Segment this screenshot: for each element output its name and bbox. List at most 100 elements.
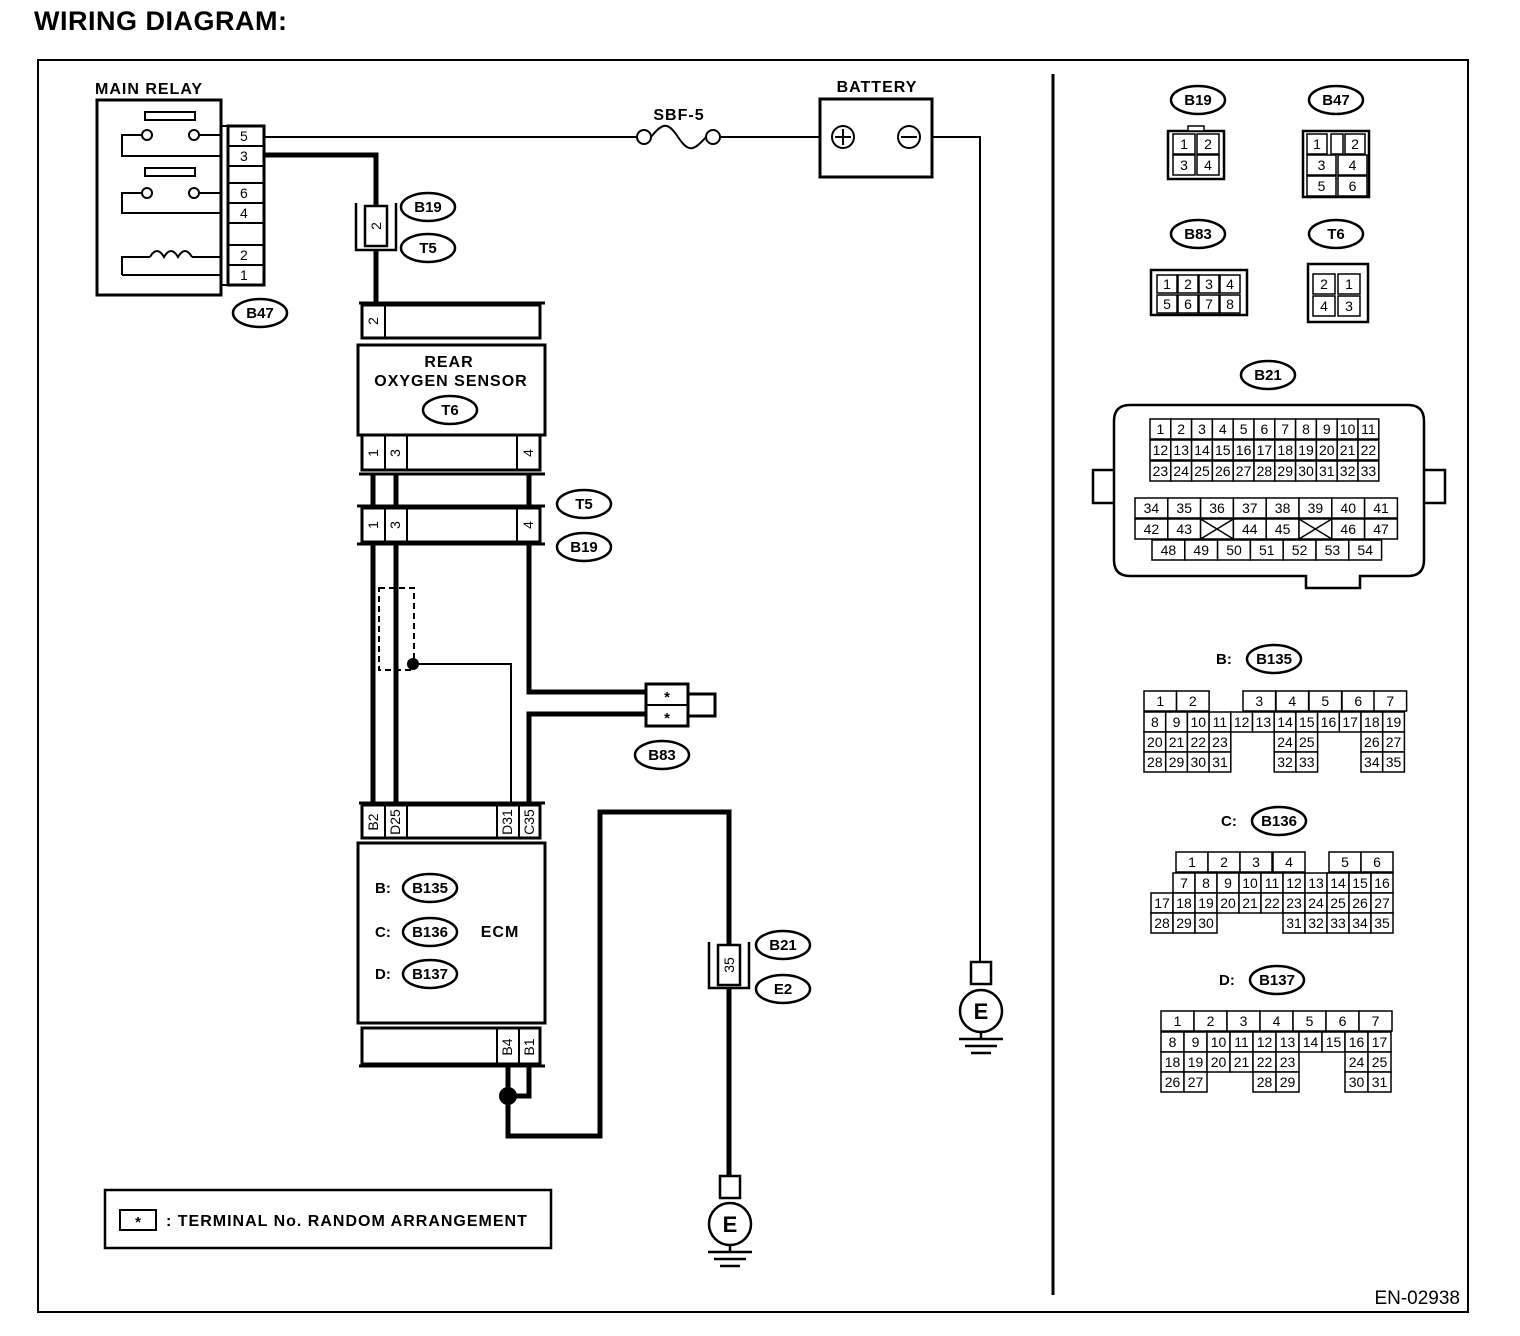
lower-pin-1: 1 [365, 521, 381, 529]
view-b21-pin-30-label: 30 [1298, 463, 1314, 479]
view-b21-pin-28-label: 28 [1257, 463, 1273, 479]
view-b136-pin-17-label: 17 [1154, 895, 1170, 911]
view-b137-pin-21-label: 21 [1234, 1054, 1250, 1070]
sensor-pin-3: 3 [387, 449, 403, 457]
battery-label: BATTERY [837, 79, 918, 96]
view-b21-pin-49-label: 49 [1193, 542, 1209, 558]
view-b135-pin-7-label: 7 [1386, 693, 1394, 709]
view-b137-pin-18-label: 18 [1165, 1054, 1181, 1070]
oval-e2 [754, 973, 812, 1005]
shield-junction [407, 658, 419, 670]
view-b19-oval [1169, 84, 1227, 116]
view-b21-oval-text: B21 [1254, 367, 1282, 384]
view-b136-pin-9-label: 9 [1224, 875, 1232, 891]
view-t6-pin-2 [1312, 273, 1336, 295]
view-b21-pin-48-label: 48 [1161, 542, 1177, 558]
view-b83-pin-4 [1219, 274, 1241, 294]
view-b21-pin-37-label: 37 [1242, 500, 1258, 516]
view-b19-pin-4-label: 4 [1204, 157, 1212, 173]
view-b21-pin-50-label: 50 [1226, 542, 1242, 558]
view-b21-pin-45-label: 45 [1275, 521, 1291, 537]
view-t6-pin-1 [1337, 273, 1361, 295]
view-b137-pin-7-label: 7 [1372, 1013, 1380, 1029]
view-b137-oval [1248, 964, 1306, 996]
view-b135-pin-32-label: 32 [1277, 754, 1293, 770]
view-b136-pin-4 [1272, 851, 1306, 873]
view-b136-pin-19-label: 19 [1198, 895, 1214, 911]
view-b83-pin-7 [1198, 294, 1220, 314]
b83-pin-b: * [664, 710, 670, 727]
view-b21-pin-29-label: 29 [1277, 463, 1293, 479]
view-b135-pin-15-label: 15 [1299, 714, 1315, 730]
oval-b47-relay [231, 297, 289, 329]
oval-t5-upper-text: T5 [419, 240, 437, 257]
oval-b135-ecm [401, 872, 459, 904]
b21-e2-pin: 35 [721, 957, 737, 973]
view-b135-pin-22-label: 22 [1190, 734, 1206, 750]
ecm-pin-b2: B2 [365, 813, 381, 830]
main-relay [95, 98, 223, 297]
legend-text: : TERMINAL No. RANDOM ARRANGEMENT [166, 1213, 528, 1230]
view-b135-oval-text: B135 [1256, 651, 1292, 668]
view-b136-pin-2-label: 2 [1220, 854, 1228, 870]
view-b19-pin-3 [1172, 154, 1196, 176]
view-b47-pin-3 [1306, 154, 1337, 176]
connector-b83-body [644, 682, 717, 728]
view-b47-pin-6 [1337, 175, 1368, 197]
view-b137-pin-19-label: 19 [1188, 1054, 1204, 1070]
view-b47-top-0 [1306, 133, 1328, 155]
view-b83-oval [1169, 218, 1227, 250]
ground-junction [499, 1087, 517, 1105]
view-b21-pin-39-label: 39 [1308, 500, 1324, 516]
view-b136-prefix: C: [1221, 813, 1237, 830]
view-b137-pin-8-label: 8 [1169, 1034, 1177, 1050]
view-b21-pin-51-label: 51 [1259, 542, 1275, 558]
view-b83-pin-3-label: 3 [1205, 276, 1213, 292]
view-b137-pin-29-label: 29 [1280, 1074, 1296, 1090]
view-b135-pin-10-label: 10 [1190, 714, 1206, 730]
relay-pin-4: 4 [240, 205, 248, 221]
view-b19-pin-4 [1196, 154, 1220, 176]
view-b21-pin-38-label: 38 [1275, 500, 1291, 516]
oval-t6-sensor [421, 394, 479, 426]
main-relay-label: MAIN RELAY [95, 81, 203, 98]
view-b83-pin-5-label: 5 [1163, 296, 1171, 312]
fuse-sbf5 [636, 124, 721, 150]
view-b21-pin-18-label: 18 [1277, 442, 1293, 458]
view-b21-pin-22-label: 22 [1361, 442, 1377, 458]
view-b21-pin-6-label: 6 [1261, 421, 1269, 437]
view-b83-pin-5 [1156, 294, 1178, 314]
view-b135-pin-20-label: 20 [1147, 734, 1163, 750]
view-b83-pin-1-label: 1 [1163, 276, 1171, 292]
view-b135-pin-26-label: 26 [1364, 734, 1380, 750]
view-b136-pin-35 [1370, 912, 1394, 934]
oval-b137-ecm [401, 958, 459, 990]
view-b47-pin-6-label: 6 [1349, 178, 1357, 194]
relay-pin-2: 2 [240, 247, 248, 263]
ecm-pin-b4: B4 [499, 1038, 515, 1055]
view-b47-pin-3-label: 3 [1318, 157, 1326, 173]
view-b83-oval-text: B83 [1184, 226, 1212, 243]
view-b137-pin-13-label: 13 [1280, 1034, 1296, 1050]
view-b137-pin-26-label: 26 [1165, 1074, 1181, 1090]
view-b47-top-1 [1330, 133, 1344, 155]
view-b135-pin-25-label: 25 [1299, 734, 1315, 750]
view-b21-blank-1-5-x2 [1298, 518, 1333, 540]
view-b21-pin-47 [1363, 518, 1399, 540]
view-b135-oval [1245, 643, 1303, 675]
view-b83-pin-2 [1177, 274, 1199, 294]
relay-pin-1: 1 [240, 267, 248, 283]
view-b21-pin-46-label: 46 [1340, 521, 1356, 537]
lower-pin-4: 4 [520, 521, 536, 529]
view-b47-pin-4-label: 4 [1349, 157, 1357, 173]
view-b21-pin-41-label: 41 [1373, 500, 1389, 516]
b19-t5-upper-pin: 2 [368, 222, 384, 230]
view-b21-pin-26-label: 26 [1215, 463, 1231, 479]
sensor-pin-2: 2 [365, 317, 381, 325]
view-b137-oval-text: B137 [1259, 972, 1295, 989]
view-b137-pin-16-label: 16 [1349, 1034, 1365, 1050]
view-b136-pin-13-label: 13 [1308, 875, 1324, 891]
page-title: WIRING DIAGRAM: [34, 6, 288, 36]
oval-b137-ecm-text: B137 [412, 966, 448, 983]
